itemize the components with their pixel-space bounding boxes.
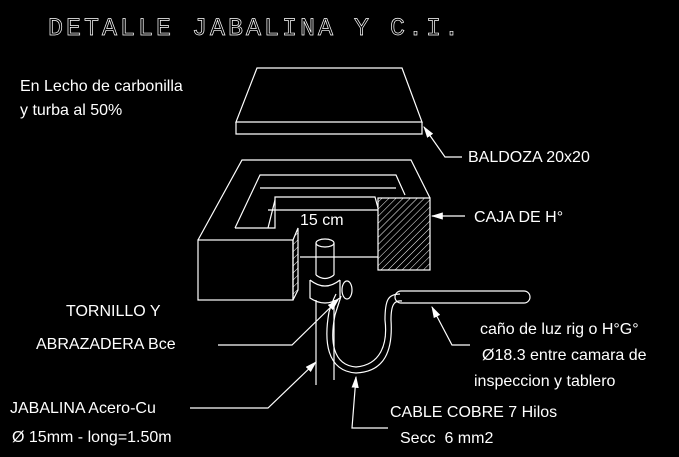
drawing-title: DETALLE JABALINA Y C.I. [48, 14, 462, 43]
cano-label-3: inspeccion y tablero [474, 373, 616, 390]
tornillo-leader [218, 299, 339, 346]
jabalina-label-2: Ø 15mm - long=1.50m [12, 429, 172, 446]
baldoza-label: BALDOZA 20x20 [468, 149, 590, 166]
jabalina-label-1: JABALINA Acero-Cu [10, 400, 156, 417]
clamp-bolt [341, 280, 353, 300]
tornillo-label-1: TORNILLO Y [66, 303, 161, 320]
baldoza-slab [235, 67, 423, 135]
copper-cable [332, 293, 401, 368]
baldoza-leader [423, 126, 462, 158]
cano-label-2: Ø18.3 entre camara de [482, 347, 647, 364]
cable-leader [351, 375, 388, 429]
cable-label-1: CABLE COBRE 7 Hilos [390, 404, 557, 421]
inspection-box [197, 159, 431, 301]
cable-label-2: Secc 6 mm2 [400, 430, 493, 447]
pipe [394, 290, 531, 304]
tornillo-label-2: ABRAZADERA Bce [36, 336, 176, 353]
note-line-1: En Lecho de carbonilla [20, 78, 183, 95]
dimension-label: 15 cm [300, 212, 344, 229]
cano-label-1: caño de luz rig o H°G° [480, 321, 639, 338]
cano-leader [431, 305, 470, 346]
note-line-2: y turba al 50% [20, 102, 122, 119]
jabalina-leader [190, 361, 317, 409]
caja-label: CAJA DE H° [474, 209, 563, 226]
jabalina-rod [309, 238, 353, 385]
